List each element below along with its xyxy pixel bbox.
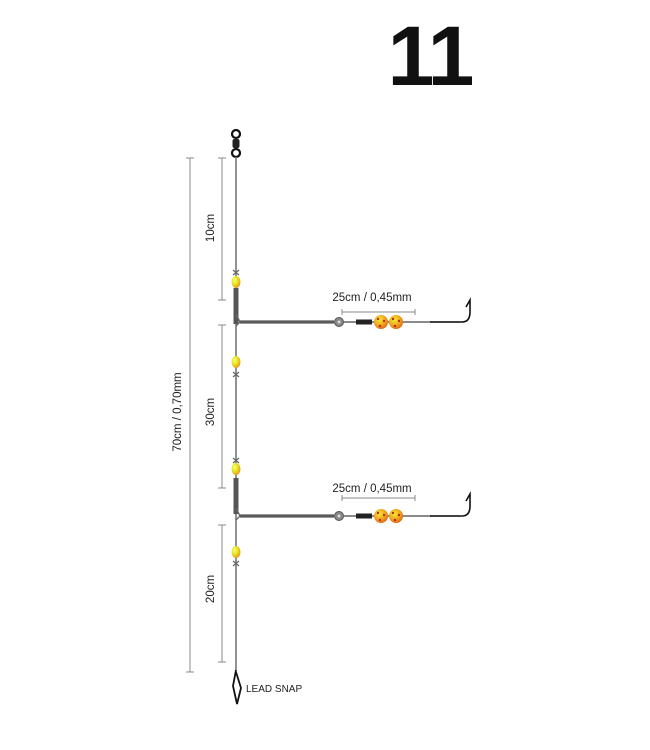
lead-snap-icon: [232, 669, 242, 705]
bead-4: [231, 546, 241, 558]
branch-2-label: 25cm / 0,45mm: [332, 483, 411, 495]
middle-dimension: [218, 324, 226, 489]
branch-2-attractors: [374, 509, 403, 523]
bottom-dimension-label: 20cm: [205, 575, 217, 603]
bead-2: [231, 356, 241, 368]
branch-1-hook-icon: [430, 296, 471, 323]
main-line: [233, 157, 239, 670]
branch-2-hook-icon: [430, 490, 471, 517]
main-line-beads: [231, 276, 241, 558]
crimp-markers: [232, 269, 240, 567]
branch-1-dimension: [341, 309, 416, 315]
top-dimension: [218, 157, 226, 301]
rig-number: 11: [387, 9, 475, 103]
top-dimension-label: 10cm: [205, 214, 217, 242]
lead-snap-label: LEAD SNAP: [246, 684, 302, 695]
branch-1-attractors: [374, 315, 403, 329]
bead-1: [231, 276, 241, 288]
branch-2: 25cm / 0,45mm: [235, 483, 471, 523]
total-dimension: [186, 157, 194, 673]
swivel-icon: [230, 128, 242, 159]
bead-3: [231, 463, 241, 475]
bottom-dimension: [218, 524, 226, 663]
branch-1: 25cm / 0,45mm: [235, 292, 471, 329]
branch-2-dimension: [341, 495, 416, 501]
total-dimension-label: 70cm / 0,70mm: [172, 372, 184, 451]
branch-1-label: 25cm / 0,45mm: [332, 292, 411, 304]
middle-dimension-label: 30cm: [205, 398, 217, 426]
